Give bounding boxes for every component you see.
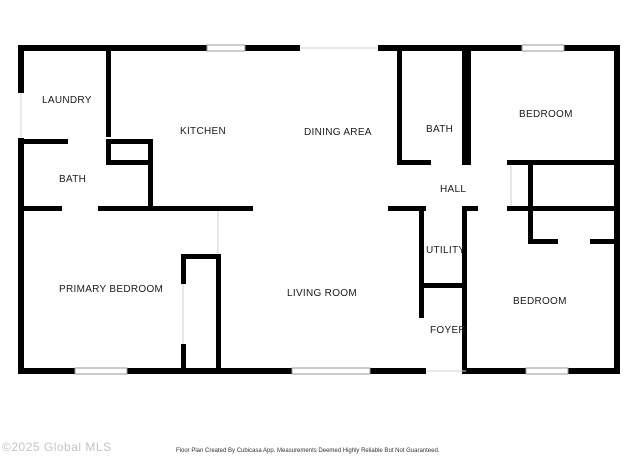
wall-bath-left-notch-v xyxy=(106,139,111,165)
wall-utility-left xyxy=(419,206,424,318)
window-kitchen xyxy=(206,44,246,52)
wall-hall-bottom-left xyxy=(388,206,426,211)
watermark: ©2025 Global MLS xyxy=(2,440,112,454)
wall-bath-left-bottom xyxy=(24,206,62,211)
wall-laundry-right xyxy=(106,51,111,137)
label-kitchen: KITCHEN xyxy=(180,126,226,137)
wall-bath-right-right xyxy=(462,51,467,165)
wall-closet-top xyxy=(181,254,221,259)
wall-top-left xyxy=(18,45,300,51)
wall-bath-left-notch xyxy=(106,160,152,165)
label-foyer: FOYER xyxy=(430,325,466,336)
wall-bottom-left xyxy=(18,368,426,374)
wall-closet-left-low xyxy=(181,344,186,370)
window-primary-bedroom xyxy=(74,367,128,375)
wall-top-right xyxy=(378,45,620,51)
wall-hall-closet-v xyxy=(528,160,533,244)
window-bedroom-bottom xyxy=(525,367,569,375)
wall-laundry-bottom xyxy=(24,139,68,144)
wall-bath-right-right-2 xyxy=(466,51,471,165)
wall-bedroom-top-bottom xyxy=(507,160,620,165)
label-utility: UTILITY xyxy=(426,245,465,256)
label-living-room: LIVING ROOM xyxy=(287,288,357,299)
label-bedroom-top: BEDROOM xyxy=(519,109,573,120)
label-hall: HALL xyxy=(440,184,466,195)
walls xyxy=(18,45,620,374)
label-bath-left: BATH xyxy=(59,174,86,185)
wall-utility-right xyxy=(462,206,467,374)
footer-note: Floor Plan Created By Cubicasa App. Meas… xyxy=(176,448,440,454)
wall-utility-bottom xyxy=(424,283,466,288)
wall-left-lower xyxy=(18,138,24,374)
wall-hall-closet-bottom xyxy=(528,239,558,244)
wall-hall-closet-bottom-2 xyxy=(590,239,620,244)
wall-closet-right xyxy=(216,254,221,370)
wall-bath-right-left xyxy=(397,51,402,165)
wall-hall-closet-mid xyxy=(507,206,620,211)
openings xyxy=(20,47,512,372)
windows xyxy=(74,44,569,375)
label-bedroom-bottom: BEDROOM xyxy=(513,296,567,307)
label-bath-right: BATH xyxy=(426,124,453,135)
wall-laundry-bottom-2 xyxy=(106,139,152,144)
wall-bedroom-top xyxy=(98,206,253,211)
label-primary-bedroom: PRIMARY BEDROOM xyxy=(59,284,163,295)
wall-bath-left-right xyxy=(148,139,153,207)
label-laundry: LAUNDRY xyxy=(42,95,92,106)
window-living-room xyxy=(291,367,371,375)
wall-left-upper xyxy=(18,45,24,93)
label-dining-area: DINING AREA xyxy=(304,127,372,138)
wall-hall-bottom-right xyxy=(466,206,478,211)
room-labels: LAUNDRY KITCHEN DINING AREA BATH BATH BE… xyxy=(42,95,573,336)
wall-bath-right-bottom xyxy=(397,160,431,165)
window-bedroom-top xyxy=(521,44,565,52)
wall-closet-left xyxy=(181,254,186,284)
